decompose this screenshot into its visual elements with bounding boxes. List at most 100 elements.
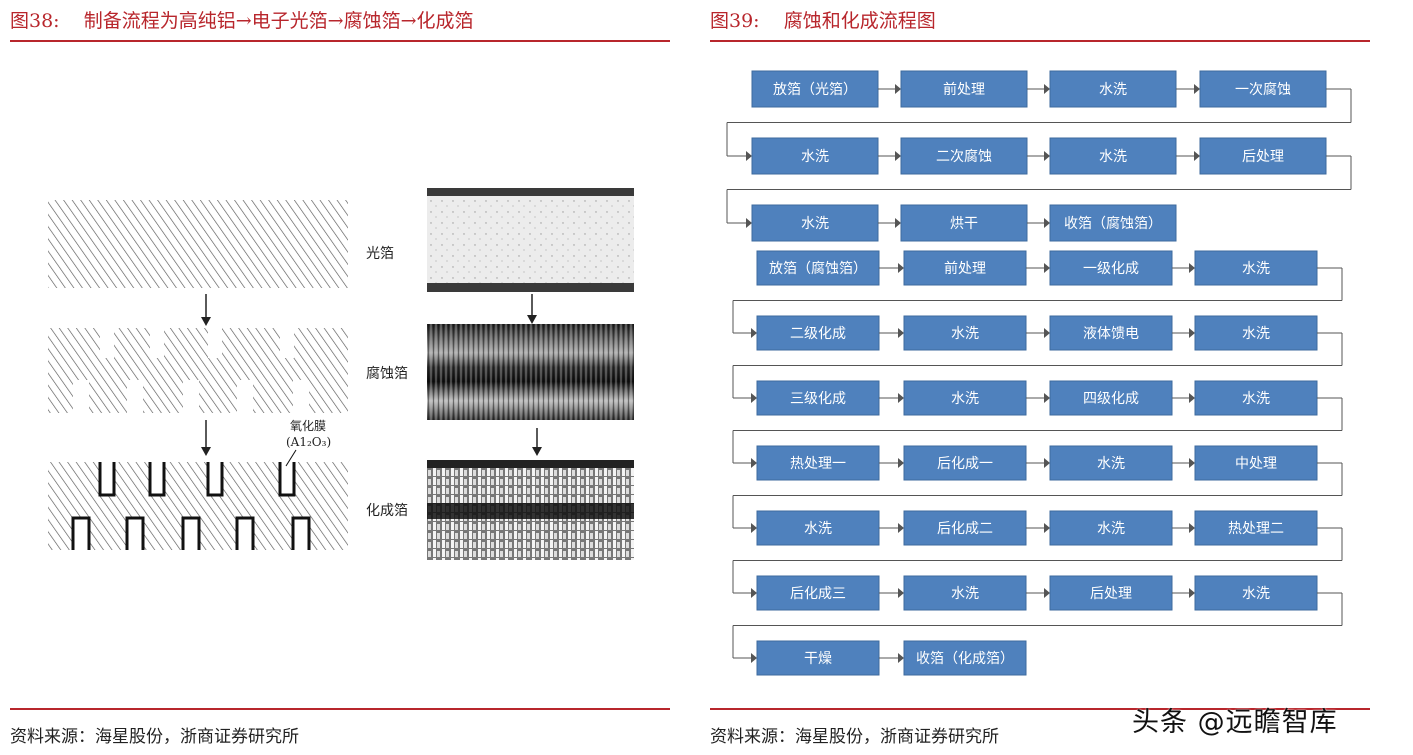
process-label: 四级化成 xyxy=(1083,391,1139,407)
process-label: 后处理 xyxy=(1242,149,1284,165)
process-label: 烘干 xyxy=(950,216,978,232)
fig38-source-rule xyxy=(10,708,670,710)
process-label: 水洗 xyxy=(1097,456,1125,472)
process-label: 水洗 xyxy=(1097,521,1125,537)
fig39-flowchart: 放箔（光箔）前处理水洗一次腐蚀水洗二次腐蚀水洗后处理水洗烘干收箔（腐蚀箔）放箔（… xyxy=(726,70,1352,676)
process-label: 水洗 xyxy=(951,586,979,602)
connector-arrow xyxy=(751,458,757,468)
process-label: 水洗 xyxy=(1242,586,1270,602)
process-box xyxy=(1194,445,1318,481)
connector-arrow xyxy=(1044,263,1050,273)
process-box xyxy=(1049,380,1173,416)
process-box xyxy=(903,510,1027,546)
process-label: 放箔（腐蚀箔） xyxy=(769,260,867,277)
process-label: 前处理 xyxy=(944,260,986,277)
process-box xyxy=(751,70,879,108)
process-label: 后化成三 xyxy=(790,586,846,602)
process-label: 水洗 xyxy=(1242,261,1270,277)
connector-arrow xyxy=(898,328,904,338)
process-box xyxy=(1049,315,1173,351)
connector-arrow xyxy=(1044,84,1050,94)
fig39-source-rule xyxy=(710,708,1370,710)
connector-arrow xyxy=(746,151,752,161)
process-box xyxy=(756,380,880,416)
connector-arrow xyxy=(898,393,904,403)
process-label: 液体馈电 xyxy=(1083,326,1139,342)
connector-arrow xyxy=(1189,263,1195,273)
fig39-title-rule xyxy=(710,40,1370,42)
process-label: 干燥 xyxy=(804,651,832,667)
process-box xyxy=(903,445,1027,481)
connector-arrow xyxy=(898,588,904,598)
process-label: 水洗 xyxy=(1242,326,1270,342)
process-box xyxy=(1049,250,1173,286)
process-box xyxy=(756,250,880,286)
watermark: 头条 @远瞻智库 xyxy=(1132,707,1338,738)
connector-arrow xyxy=(1044,218,1050,228)
micrograph-etched xyxy=(427,324,634,420)
process-label: 一级化成 xyxy=(1083,261,1139,277)
process-label: 收箔（腐蚀箔） xyxy=(1064,215,1162,232)
process-label: 后化成一 xyxy=(937,456,993,472)
connector-arrow xyxy=(1194,84,1200,94)
connector-arrow xyxy=(1189,588,1195,598)
process-label: 水洗 xyxy=(804,521,832,537)
connector-arrow xyxy=(898,523,904,533)
connector-arrow xyxy=(1189,328,1195,338)
process-box xyxy=(1049,510,1173,546)
connector-arrow xyxy=(1189,523,1195,533)
process-box xyxy=(1049,575,1173,611)
process-box xyxy=(900,70,1028,108)
foil-formed xyxy=(48,449,348,550)
connector-arrow xyxy=(751,588,757,598)
fig38-title: 图38: 制备流程为高纯铝→电子光箔→腐蚀箔→化成箔 xyxy=(10,10,474,32)
process-box xyxy=(1049,204,1177,242)
process-box xyxy=(1194,250,1318,286)
label-formed-foil: 化成箔 xyxy=(366,503,408,519)
connector-arrow xyxy=(1044,393,1050,403)
connector-arrow xyxy=(1044,588,1050,598)
process-label: 二级化成 xyxy=(790,326,846,342)
label-plain-foil: 光箔 xyxy=(366,246,394,262)
connector-arrow xyxy=(1044,523,1050,533)
process-label: 后处理 xyxy=(1090,586,1132,602)
connector-arrow xyxy=(1194,151,1200,161)
process-box xyxy=(1199,70,1327,108)
process-box xyxy=(1049,137,1177,175)
process-label: 水洗 xyxy=(1099,82,1127,98)
process-label: 后化成二 xyxy=(937,521,993,537)
connector-arrow xyxy=(746,218,752,228)
process-box xyxy=(756,640,880,676)
oxide-label: 氧化膜 xyxy=(290,419,326,433)
connector-arrow xyxy=(895,151,901,161)
micrograph-plain xyxy=(427,188,634,292)
process-box xyxy=(1194,315,1318,351)
connector-arrow xyxy=(895,84,901,94)
connector-arrow xyxy=(751,523,757,533)
process-label: 水洗 xyxy=(951,391,979,407)
process-label: 中处理 xyxy=(1235,456,1277,472)
process-label: 前处理 xyxy=(943,81,985,98)
process-box xyxy=(1049,70,1177,108)
process-label: 一次腐蚀 xyxy=(1235,81,1291,98)
process-label: 水洗 xyxy=(801,216,829,232)
fig38-source: 资料来源：海星股份，浙商证券研究所 xyxy=(10,727,299,747)
process-label: 热处理二 xyxy=(1228,521,1284,537)
process-box xyxy=(751,137,879,175)
process-box xyxy=(756,510,880,546)
process-box xyxy=(1049,445,1173,481)
connector-arrow xyxy=(751,653,757,663)
connector-arrow xyxy=(898,263,904,273)
process-box xyxy=(903,250,1027,286)
fig39-title: 图39: 腐蚀和化成流程图 xyxy=(710,10,936,32)
process-box xyxy=(1194,510,1318,546)
process-box xyxy=(903,380,1027,416)
foil-plain xyxy=(48,200,348,288)
fig38-diagram: 氧化膜 (A1₂O₃) 光箔 腐蚀箔 化成箔 xyxy=(48,188,634,560)
connector-arrow xyxy=(898,458,904,468)
process-box xyxy=(903,640,1027,676)
process-box xyxy=(751,204,879,242)
connector-arrow xyxy=(1189,458,1195,468)
connector-arrow xyxy=(898,653,904,663)
connector-arrow xyxy=(1044,151,1050,161)
